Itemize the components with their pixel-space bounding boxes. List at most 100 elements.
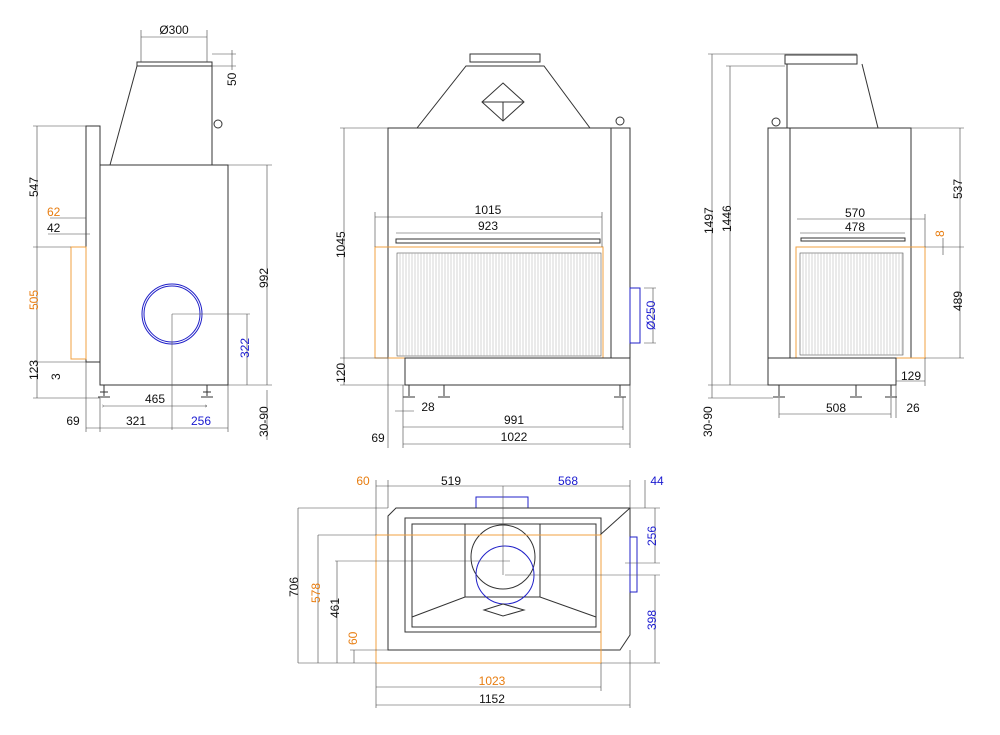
dim-lines [48, 217, 90, 235]
dim-glass-width: 1023 [479, 674, 506, 688]
diamond-vent-icon [481, 82, 525, 122]
dim-collar-height: 50 [225, 72, 239, 86]
dim-base-height: 123 [27, 360, 41, 380]
flue-collar [784, 54, 858, 65]
side-outlet [629, 287, 641, 344]
louvre-stripes [802, 253, 903, 355]
dim-lines [297, 507, 388, 664]
dim-lines [140, 30, 208, 62]
dim-base-height: 120 [334, 363, 348, 383]
dim-lines [708, 53, 857, 399]
flue-collar [136, 61, 213, 67]
base [404, 357, 631, 386]
dim-left-offset: 60 [356, 474, 370, 488]
dim-lines [85, 362, 229, 432]
dim-total-depth: 706 [287, 577, 301, 597]
dim-front-offset: 69 [66, 414, 80, 428]
dim-lines [375, 650, 631, 708]
dim-lines [375, 480, 646, 535]
hood-outline [109, 65, 213, 166]
front-view: Ø250 1015 923 1045 120 28 991 1022 69 [334, 53, 658, 448]
side-view-right: 1497 1446 570 478 537 8 489 129 508 26 3… [701, 53, 965, 437]
dim-lines [778, 358, 926, 418]
dim-front-offset: 60 [346, 631, 360, 645]
louvre-stripes [399, 253, 599, 356]
dim-total-height: 1497 [702, 207, 716, 234]
dim-lines [228, 164, 272, 386]
dim-outlet-offset: 256 [645, 526, 659, 546]
glass-top-bar [395, 238, 601, 244]
dim-outlet-depth: 398 [645, 610, 659, 630]
dim-side-outlet: Ø250 [644, 300, 658, 330]
base [767, 357, 897, 386]
top-outlet [475, 496, 529, 509]
dim-lines [212, 50, 236, 70]
flue-collar [469, 53, 541, 63]
dim-lines [374, 212, 603, 247]
glass-top-bar [800, 237, 906, 242]
dim-rear-outlet-height: 322 [238, 338, 252, 358]
dim-depth-rear: 256 [191, 414, 211, 428]
dim-door-height-orange: 505 [27, 290, 41, 310]
hood-outline [416, 65, 591, 129]
center-lines [171, 313, 250, 430]
dim-from-center: 568 [558, 474, 578, 488]
legs [403, 385, 626, 398]
dim-lines [797, 214, 926, 247]
dim-leg-offset: 28 [421, 400, 435, 414]
diamond-vent-icon [482, 603, 526, 617]
dim-right-offset: 44 [650, 474, 664, 488]
lifting-ring-icon [213, 119, 223, 129]
dim-leg-offset: 26 [906, 401, 920, 415]
lifting-ring-icon [771, 117, 781, 127]
dim-total-width: 1152 [479, 692, 505, 706]
dim-glass-width: 570 [845, 206, 865, 220]
dim-upper-height: 537 [951, 179, 965, 199]
dim-opening-width: 478 [845, 220, 865, 234]
dim-lines [387, 358, 631, 448]
front-panel [85, 125, 101, 363]
corner-line [599, 507, 631, 536]
dim-opening-width: 923 [478, 219, 498, 233]
dim-total-width: 1022 [501, 430, 528, 444]
hood-outline [786, 63, 879, 129]
dim-lines [33, 125, 100, 399]
glass-outline [375, 534, 602, 664]
dim-door-offset-orange: 62 [47, 205, 61, 219]
legs [98, 385, 213, 398]
dim-glass-height: 489 [951, 291, 965, 311]
lifting-ring-icon [615, 116, 625, 126]
dim-flue-diameter: Ø300 [159, 23, 189, 37]
dim-leg-spacing: 508 [826, 401, 846, 415]
dim-glass-width: 1015 [475, 203, 502, 217]
side-view-left: Ø300 50 547 62 42 505 123 3 992 322 465 … [27, 23, 272, 440]
center-lines [335, 486, 660, 576]
dim-collar-height: 1446 [720, 205, 734, 232]
dim-lines [340, 127, 405, 386]
louvred-firebox [799, 252, 904, 356]
dim-left-offset: 69 [371, 431, 385, 445]
dim-body-height: 992 [257, 268, 271, 288]
front-panel [767, 127, 791, 359]
dim-leg-adjust: 30-90 [257, 406, 271, 437]
dim-leg-adjust: 30-90 [701, 406, 715, 437]
plan-view: 60 519 568 44 706 578 461 60 256 398 102… [287, 474, 664, 708]
dim-lines [911, 127, 964, 359]
dim-door-offset: 42 [47, 221, 61, 235]
dim-small-gap: 3 [49, 373, 63, 380]
dim-inner-width: 991 [504, 413, 524, 427]
dim-body-height: 1045 [334, 231, 348, 258]
dim-glass-depth: 578 [309, 583, 323, 603]
side-outlet [629, 536, 638, 593]
body [99, 164, 229, 386]
legs [773, 385, 897, 398]
door-outline [70, 246, 87, 360]
dim-to-center: 519 [441, 474, 461, 488]
dim-lines [601, 507, 660, 664]
dim-glass-overhang: 129 [901, 369, 921, 383]
dim-gap: 8 [933, 230, 947, 237]
dim-center-depth: 461 [328, 598, 342, 618]
dim-front-height-upper: 547 [27, 177, 41, 197]
dim-depth-front: 321 [126, 414, 146, 428]
